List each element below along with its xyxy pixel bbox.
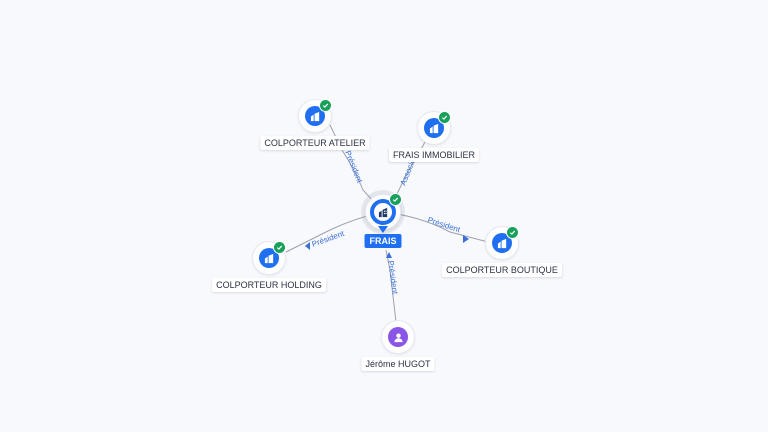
building-icon bbox=[378, 207, 387, 217]
edge-label-atelier: Président bbox=[343, 149, 364, 184]
node-inner bbox=[492, 233, 512, 253]
node-inner bbox=[305, 106, 325, 126]
node-label: FRAIS bbox=[364, 234, 402, 248]
edge-label-boutique: Président bbox=[426, 215, 462, 234]
node-label: COLPORTEUR HOLDING bbox=[212, 278, 326, 292]
verified-check-icon bbox=[319, 99, 332, 112]
edge-line bbox=[329, 124, 384, 213]
pin-pointer bbox=[378, 226, 388, 233]
node-label: Jérôme HUGOT bbox=[361, 357, 435, 371]
node-inner bbox=[424, 118, 444, 138]
edge-label-holding: Président bbox=[311, 229, 347, 249]
node-disc bbox=[382, 321, 414, 353]
node-core bbox=[374, 203, 392, 221]
node-disc bbox=[486, 227, 518, 259]
edge-arrow bbox=[463, 235, 469, 243]
node-disc bbox=[253, 242, 285, 274]
edge-arrow bbox=[305, 242, 310, 250]
node-inner bbox=[259, 248, 279, 268]
edge-label-hugot: Président bbox=[386, 260, 400, 295]
node-inner bbox=[388, 327, 408, 347]
person-icon bbox=[393, 332, 403, 342]
verified-check-icon bbox=[389, 193, 402, 206]
building-icon bbox=[310, 111, 319, 121]
node-label: COLPORTEUR BOUTIQUE bbox=[442, 263, 562, 277]
edge-hugot-center: Président bbox=[385, 249, 400, 323]
node-label: COLPORTEUR ATELIER bbox=[260, 136, 370, 150]
verified-check-icon bbox=[273, 241, 286, 254]
node-disc bbox=[418, 112, 450, 144]
verified-check-icon bbox=[438, 111, 451, 124]
edge-arrow bbox=[386, 252, 392, 258]
building-icon bbox=[429, 123, 438, 133]
building-icon bbox=[497, 238, 506, 248]
verified-check-icon bbox=[506, 226, 519, 239]
node-disc bbox=[299, 100, 331, 132]
building-icon bbox=[264, 253, 273, 263]
node-label: FRAIS IMMOBILIER bbox=[388, 148, 480, 162]
